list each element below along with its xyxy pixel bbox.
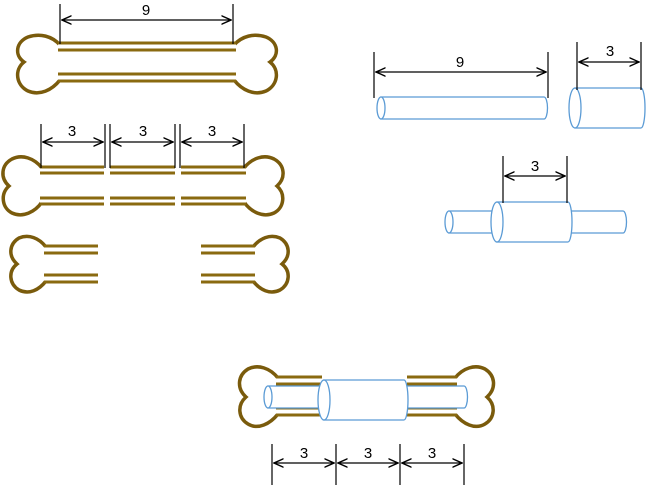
assembled-tubes xyxy=(444,201,628,243)
long-tube xyxy=(376,96,549,120)
cut-bone-left-end xyxy=(1,155,44,217)
label-final-left: 3 xyxy=(300,445,308,462)
label-short-tube-length: 3 xyxy=(606,43,614,60)
dimension-assembled-sleeve: 3 xyxy=(502,156,568,203)
bone-left-end xyxy=(15,33,62,95)
cut-bone xyxy=(1,155,285,217)
label-final-right: 3 xyxy=(428,445,436,462)
intact-bone xyxy=(15,33,279,95)
label-intact-length: 9 xyxy=(142,2,150,19)
label-cut-right: 3 xyxy=(208,123,216,140)
dimension-short-tube: 3 xyxy=(576,42,642,90)
label-final-middle: 3 xyxy=(364,445,372,462)
bone-ends-separated xyxy=(9,234,290,294)
cut-bone-right-end xyxy=(242,155,285,217)
final-assembly xyxy=(237,365,496,429)
separated-right-end xyxy=(251,234,290,294)
label-assembled-sleeve: 3 xyxy=(531,158,539,175)
bone-right-end xyxy=(232,33,279,95)
short-tube xyxy=(568,87,646,129)
dimension-long-tube: 9 xyxy=(373,52,549,98)
label-cut-middle: 3 xyxy=(139,123,147,140)
label-long-tube-length: 9 xyxy=(456,54,464,71)
dimension-intact-bone: 9 xyxy=(59,2,234,44)
final-bone-left-end xyxy=(237,365,280,429)
separated-left-end xyxy=(9,234,48,294)
dimension-final-assembly: 3 3 3 xyxy=(271,444,465,485)
dimension-cut-bone: 3 3 3 xyxy=(40,123,245,168)
label-cut-left: 3 xyxy=(68,123,76,140)
final-bone-right-end xyxy=(453,365,496,429)
